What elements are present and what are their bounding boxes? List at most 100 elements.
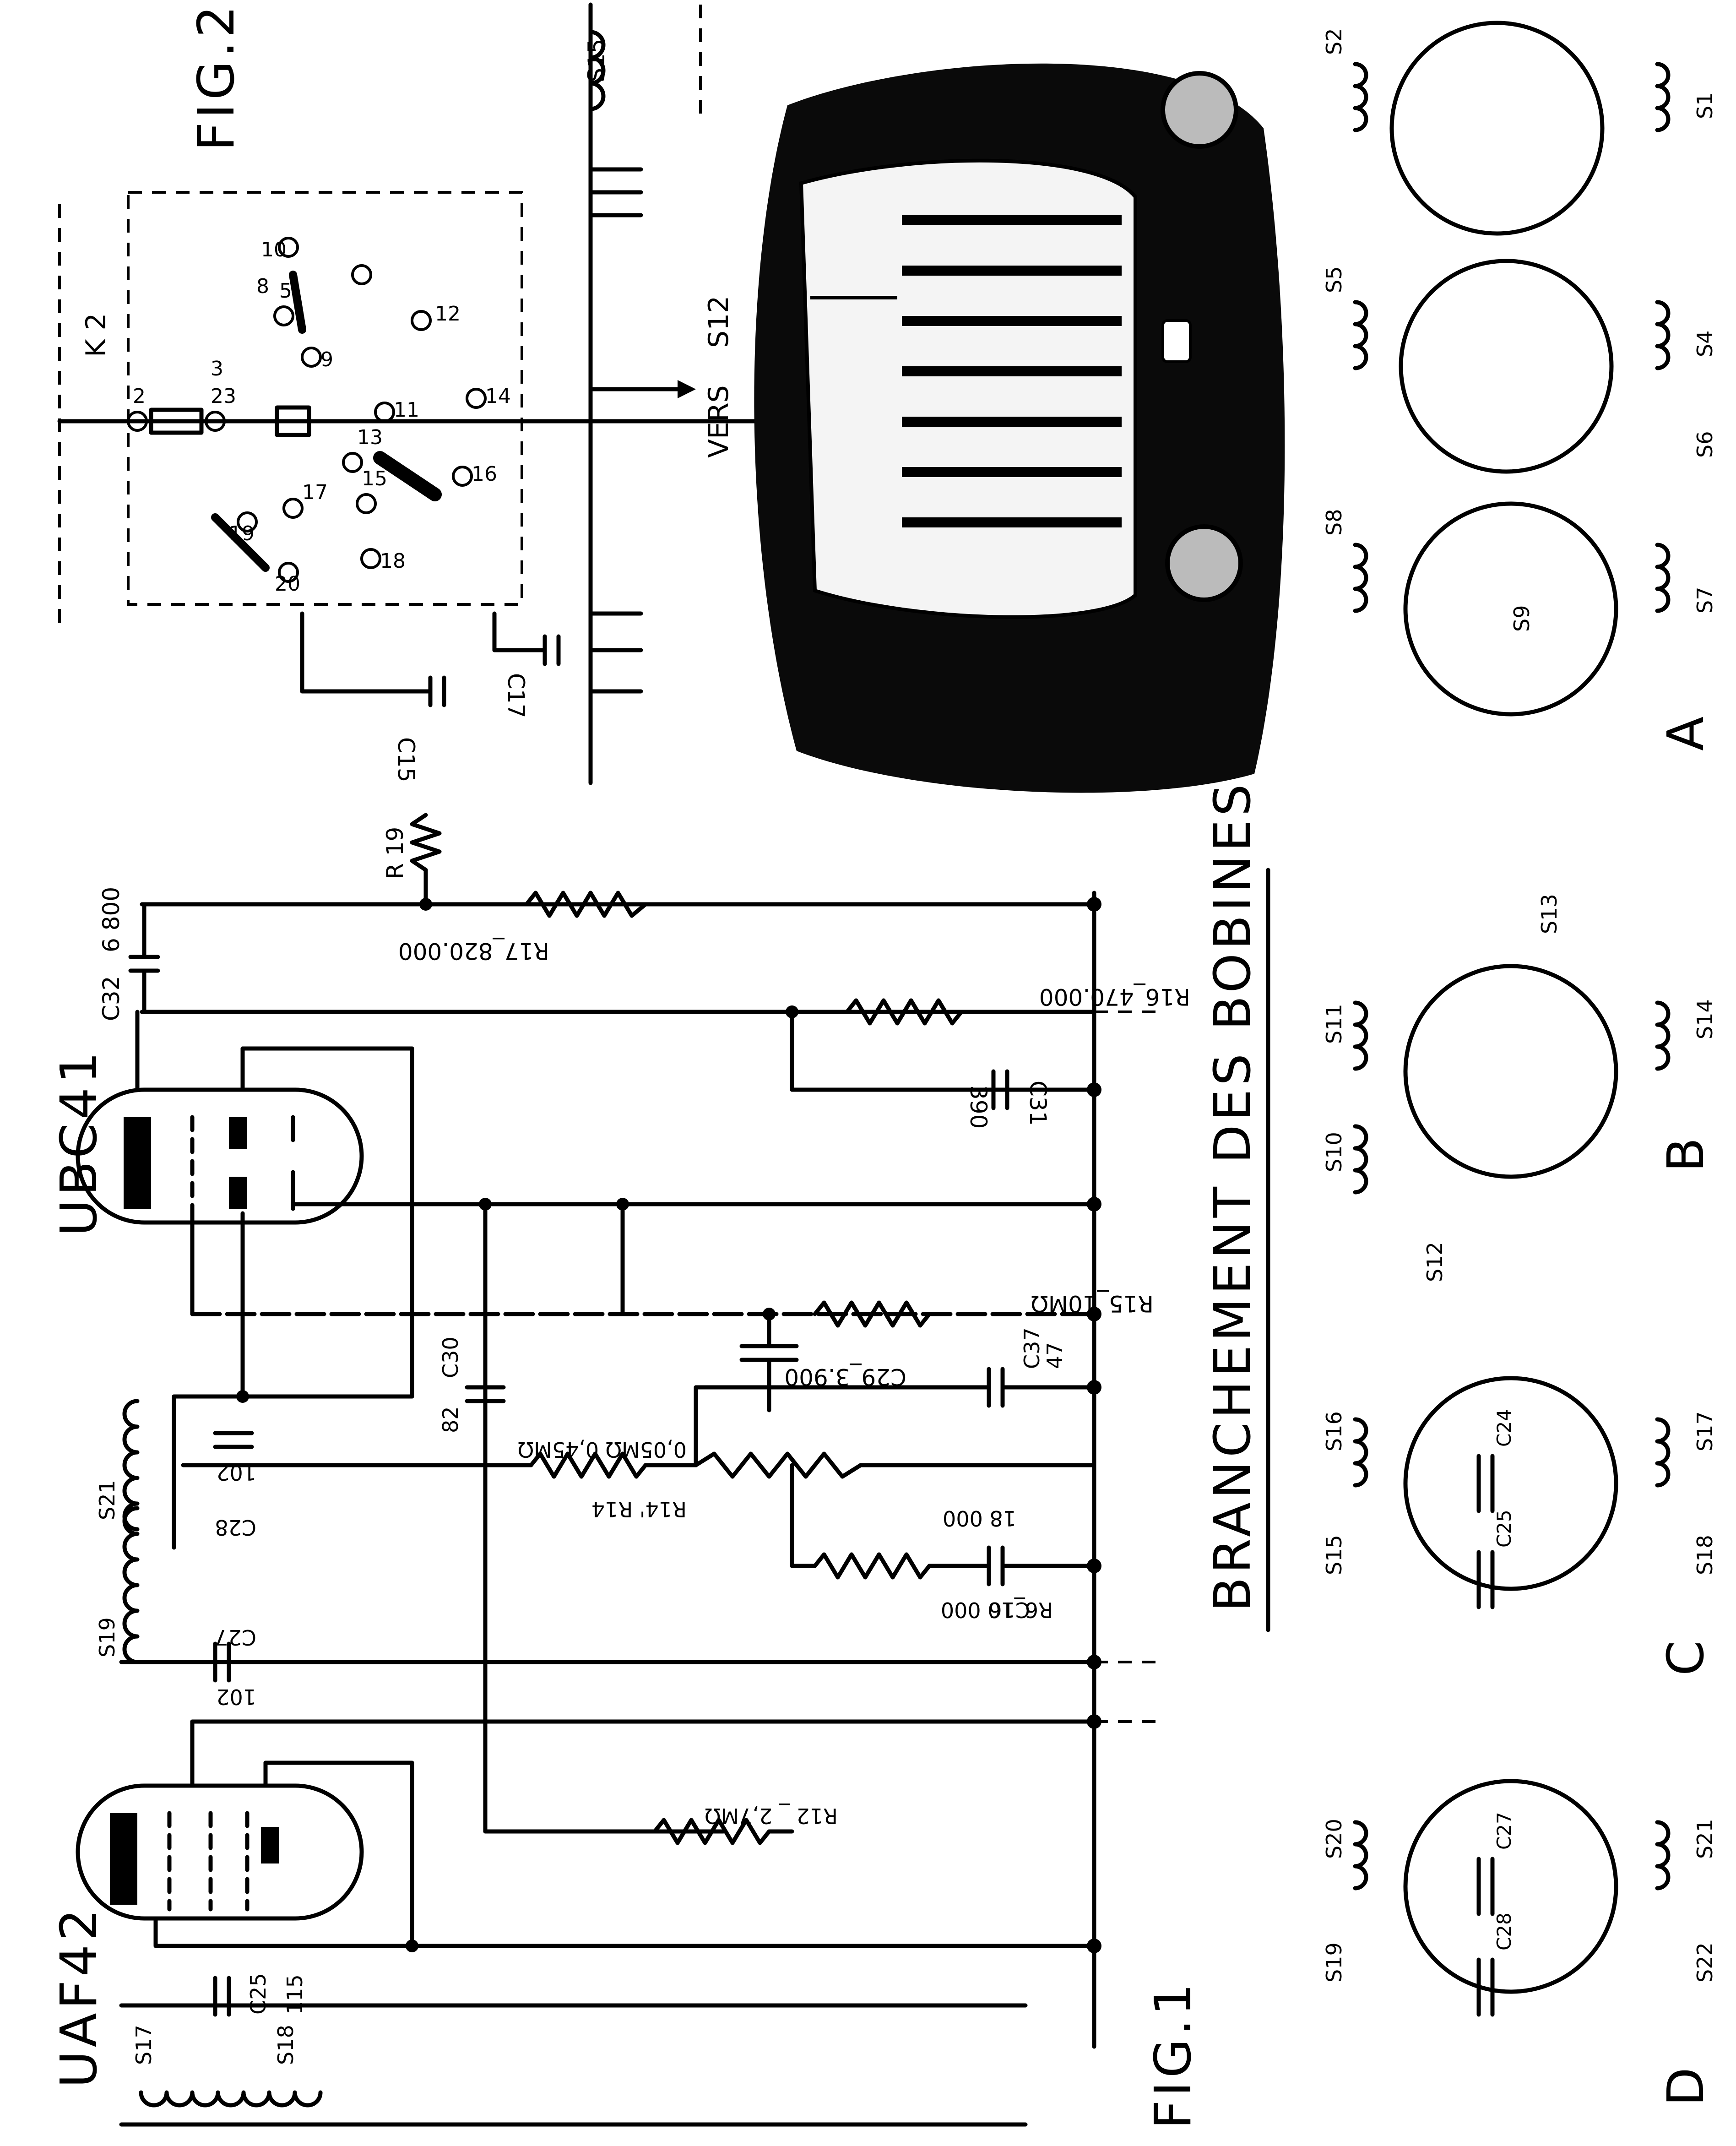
s18-label: S18 <box>273 2025 298 2065</box>
bobine-a-letter: A <box>1656 713 1715 751</box>
contact-9: 9 <box>320 348 333 371</box>
ubc41-tube <box>76 1087 364 1225</box>
coil-s15-c: S15 <box>1322 1535 1346 1575</box>
tube-ubc41-label: UBC41 <box>49 1048 108 1236</box>
coil-s7: S7 <box>1693 587 1717 614</box>
vers-label: VERS <box>703 385 735 458</box>
fig2-switch <box>57 2 781 785</box>
contact-8: 8 <box>256 275 269 298</box>
c16-value: 18 000 <box>943 1506 1016 1531</box>
coil-s16: S16 <box>1322 1411 1346 1451</box>
r6-label: R6_10 000 <box>941 1597 1053 1622</box>
contact-20: 20 <box>275 572 300 596</box>
uaf42-tube <box>76 1783 364 1921</box>
coil-diagram-b <box>1403 964 1618 1179</box>
coil-s4: S4 <box>1693 331 1717 357</box>
c32-value: 6 800 <box>98 887 125 952</box>
coil-s22: S22 <box>1693 1942 1717 1983</box>
radio-illustration <box>754 63 1285 793</box>
contact-2: 2 <box>133 385 146 408</box>
section-title: BRANCHEMENT DES BOBINES <box>1203 781 1262 1612</box>
coil-s18-c: S18 <box>1693 1535 1717 1575</box>
coil-s10: S10 <box>1322 1132 1346 1172</box>
s17-label: S17 <box>131 2025 156 2065</box>
contact-11: 11 <box>394 398 419 422</box>
coil-s17-c: S17 <box>1693 1411 1717 1451</box>
coil-diagram-d <box>1403 1779 1618 1994</box>
c37-label: C37 <box>1020 1327 1044 1369</box>
r17-label: R17_820.000 <box>398 938 549 964</box>
bobine-b-letter: B <box>1656 1134 1715 1172</box>
s12-target-label: S12 <box>703 296 735 348</box>
k2-switch-box <box>127 191 523 606</box>
c15-label: C15 <box>393 737 419 782</box>
contact-13: 13 <box>357 426 383 449</box>
fig1-schematic <box>76 813 1163 2127</box>
r15-label: R15_10MΩ <box>1031 1290 1154 1317</box>
switch-contacts <box>127 237 487 583</box>
tube-uaf42-label: UAF42 <box>49 1905 108 2088</box>
c30-label: C30 <box>438 1336 463 1378</box>
volume-knob-icon <box>1165 524 1243 602</box>
contact-18: 18 <box>380 549 406 573</box>
contact-14: 14 <box>485 385 511 408</box>
coil-s19-d: S19 <box>1322 1942 1346 1983</box>
contact-19: 19 <box>229 522 255 545</box>
r12-label: R12 _ 2,7MΩ <box>705 1804 838 1828</box>
labels: UAF42 UBC41 FIG.1 FIG.2 BRANCHEMENT DES … <box>49 2 1717 2129</box>
coil-s6: S6 <box>1693 431 1717 458</box>
bobine-d-letter: D <box>1656 2064 1715 2106</box>
coil-s12: S12 <box>1422 1242 1447 1282</box>
coil-s2: S2 <box>1322 28 1346 55</box>
coil-c28: C28 <box>1493 1912 1515 1950</box>
coil-diagram-c <box>1403 1376 1618 1591</box>
brand-emblem-icon <box>1161 319 1192 363</box>
c30-value: 82 <box>438 1406 463 1433</box>
coil-s21-d: S21 <box>1693 1819 1717 1859</box>
contact-3: 3 <box>211 357 223 380</box>
c32-label: C32 <box>98 976 125 1021</box>
switch-label: K 2 <box>80 313 112 357</box>
coil-diagrams <box>1266 21 1671 2017</box>
contact-15: 15 <box>362 467 387 490</box>
grille-bars <box>902 215 1122 527</box>
coil-s8: S8 <box>1322 509 1346 536</box>
coil-c27: C27 <box>1493 1812 1515 1850</box>
contact-17: 17 <box>302 481 328 504</box>
contact-23: 23 <box>211 385 236 408</box>
r16-label: R16_470.000 <box>1039 983 1190 1010</box>
c31-value: 390 <box>965 1085 992 1129</box>
coil-s9: S9 <box>1509 605 1534 632</box>
r14-value: 0,05MΩ 0,45MΩ <box>518 1437 687 1462</box>
contact-16: 16 <box>472 462 497 486</box>
c25-value: 115 <box>282 1974 307 2015</box>
coil-c24: C24 <box>1493 1409 1515 1447</box>
c25-label: C25 <box>246 1973 271 2015</box>
c37-value: 47 <box>1042 1342 1067 1369</box>
c27-label: C27 <box>215 1625 256 1650</box>
coil-diagram-a2 <box>1399 259 1614 474</box>
fig2-label: FIG.2 <box>187 2 245 151</box>
coil-s20: S20 <box>1322 1819 1346 1859</box>
c31-label: C31 <box>1025 1081 1051 1126</box>
c28-label: C28 <box>215 1515 256 1540</box>
contact-10: 10 <box>261 238 287 261</box>
coil-s14: S14 <box>1693 999 1717 1039</box>
coil-diagram-a1 <box>1389 21 1605 236</box>
fig1-label: FIG.1 <box>1144 1980 1202 2129</box>
c16-label: C16 <box>988 1597 1030 1622</box>
coil-s5: S5 <box>1322 266 1346 293</box>
bobine-c-letter: C <box>1656 1637 1715 1676</box>
c28-value: 102 <box>216 1460 256 1485</box>
coil-s13: S13 <box>1537 894 1562 934</box>
coil-c25: C25 <box>1493 1510 1515 1548</box>
coil-s1: S1 <box>1693 92 1717 119</box>
c29-label: C29_3.900 <box>784 1364 906 1390</box>
contact-5: 5 <box>279 279 292 303</box>
c17-label: C17 <box>503 673 529 718</box>
contact-12: 12 <box>435 302 461 326</box>
s21-label: S21 <box>95 1480 119 1520</box>
r14-label: R14' R14 <box>591 1497 687 1521</box>
tuning-knob-icon <box>1161 71 1238 149</box>
